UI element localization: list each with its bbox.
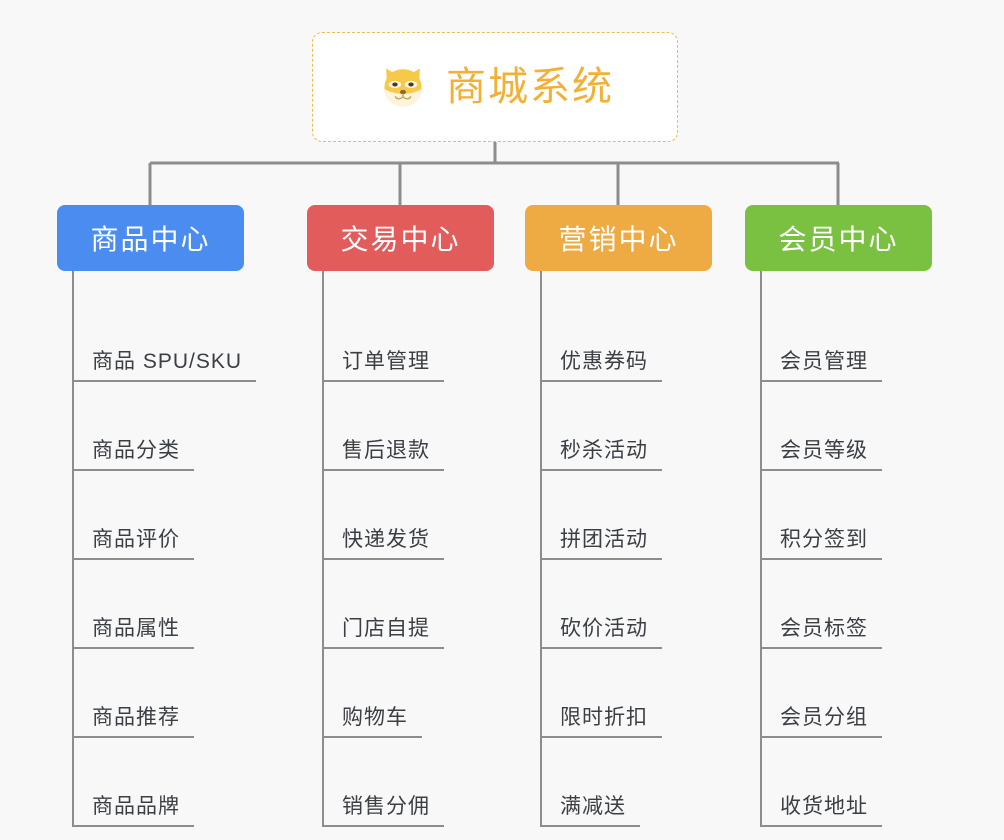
list-item[interactable]: 购物车 <box>324 649 494 738</box>
list-item[interactable]: 商品属性 <box>74 560 244 649</box>
category-header-label: 商品中心 <box>90 224 211 255</box>
list-item[interactable]: 收货地址 <box>762 738 932 827</box>
list-item-label: 会员管理 <box>762 349 882 382</box>
list-item[interactable]: 快递发货 <box>324 471 494 560</box>
list-item[interactable]: 秒杀活动 <box>542 382 712 471</box>
list-item[interactable]: 满减送 <box>542 738 712 827</box>
category-item-list-2: 优惠券码 秒杀活动 拼团活动 砍价活动 限时折扣 满减送 <box>540 271 712 827</box>
list-item[interactable]: 优惠券码 <box>542 293 712 382</box>
list-item-label: 优惠券码 <box>542 349 662 382</box>
category-header-label: 营销中心 <box>558 224 679 255</box>
list-item[interactable]: 砍价活动 <box>542 560 712 649</box>
list-item-label: 拼团活动 <box>542 527 662 560</box>
list-item-label: 商品评价 <box>74 527 194 560</box>
category-column-交易中心: 交易中心 订单管理 售后退款 快递发货 门店自提 购物车 销售分佣 <box>307 205 494 827</box>
list-item-label: 积分签到 <box>762 527 882 560</box>
category-header-label: 交易中心 <box>340 224 461 255</box>
root-node-content: 商城系统 <box>376 60 614 114</box>
list-item[interactable]: 商品 SPU/SKU <box>74 293 257 382</box>
list-item[interactable]: 商品分类 <box>74 382 244 471</box>
root-node[interactable]: 商城系统 <box>312 32 678 142</box>
list-item-label: 商品推荐 <box>74 705 194 738</box>
list-item[interactable]: 商品品牌 <box>74 738 244 827</box>
list-item-label: 限时折扣 <box>542 705 662 738</box>
list-item-label: 商品属性 <box>74 616 194 649</box>
list-item[interactable]: 会员标签 <box>762 560 932 649</box>
list-item[interactable]: 拼团活动 <box>542 471 712 560</box>
list-item-label: 购物车 <box>324 705 422 738</box>
list-item-label: 会员等级 <box>762 438 882 471</box>
list-item-label: 订单管理 <box>324 349 444 382</box>
list-item[interactable]: 售后退款 <box>324 382 494 471</box>
list-item[interactable]: 积分签到 <box>762 471 932 560</box>
list-item-label: 会员标签 <box>762 616 882 649</box>
list-item[interactable]: 会员管理 <box>762 293 932 382</box>
list-item-label: 售后退款 <box>324 438 444 471</box>
list-item-label: 快递发货 <box>324 527 444 560</box>
list-item-label: 门店自提 <box>324 616 444 649</box>
list-item[interactable]: 会员分组 <box>762 649 932 738</box>
category-header-0[interactable]: 商品中心 <box>57 205 244 271</box>
list-item-label: 会员分组 <box>762 705 882 738</box>
category-column-营销中心: 营销中心 优惠券码 秒杀活动 拼团活动 砍价活动 限时折扣 满减送 <box>525 205 712 827</box>
list-item[interactable]: 限时折扣 <box>542 649 712 738</box>
category-item-list-0: 商品 SPU/SKU 商品分类 商品评价 商品属性 商品推荐 商品品牌 <box>72 271 257 827</box>
list-item-label: 销售分佣 <box>324 794 444 827</box>
category-column-商品中心: 商品中心 商品 SPU/SKU 商品分类 商品评价 商品属性 商品推荐 商品品牌 <box>57 205 257 827</box>
list-item-label: 秒杀活动 <box>542 438 662 471</box>
category-header-label: 会员中心 <box>778 224 899 255</box>
category-item-list-1: 订单管理 售后退款 快递发货 门店自提 购物车 销售分佣 <box>322 271 494 827</box>
list-item-label: 商品品牌 <box>74 794 194 827</box>
list-item-label: 商品 SPU/SKU <box>74 349 257 382</box>
category-header-3[interactable]: 会员中心 <box>745 205 932 271</box>
list-item[interactable]: 订单管理 <box>324 293 494 382</box>
list-item-label: 砍价活动 <box>542 616 662 649</box>
category-item-list-3: 会员管理 会员等级 积分签到 会员标签 会员分组 收货地址 <box>760 271 932 827</box>
list-item[interactable]: 门店自提 <box>324 560 494 649</box>
category-header-2[interactable]: 营销中心 <box>525 205 712 271</box>
list-item[interactable]: 会员等级 <box>762 382 932 471</box>
root-node-label: 商城系统 <box>446 65 614 109</box>
list-item-label: 满减送 <box>542 794 640 827</box>
list-item[interactable]: 商品推荐 <box>74 649 244 738</box>
category-column-会员中心: 会员中心 会员管理 会员等级 积分签到 会员标签 会员分组 收货地址 <box>745 205 932 827</box>
shiba-inu-dog-face-icon <box>384 68 422 107</box>
list-item[interactable]: 商品评价 <box>74 471 244 560</box>
category-header-1[interactable]: 交易中心 <box>307 205 494 271</box>
list-item-label: 商品分类 <box>74 438 194 471</box>
list-item[interactable]: 销售分佣 <box>324 738 494 827</box>
list-item-label: 收货地址 <box>762 794 882 827</box>
